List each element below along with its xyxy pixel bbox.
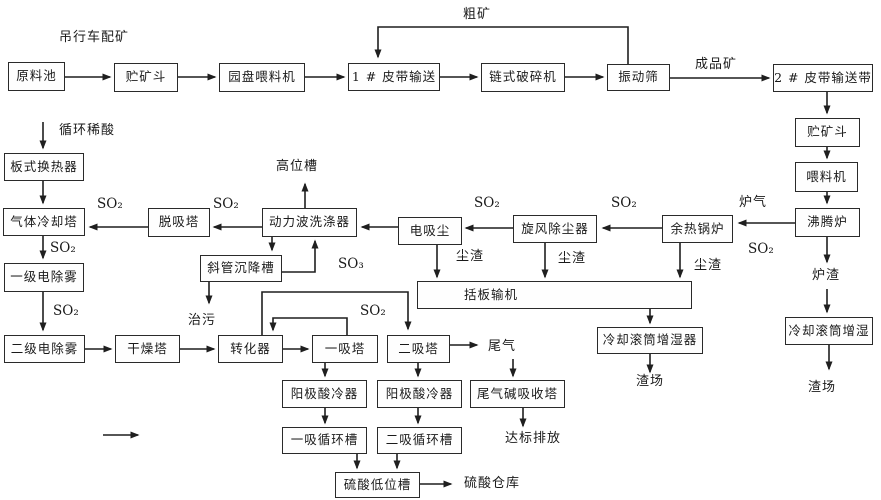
label-dust-slag: 尘渣 — [456, 249, 485, 264]
settler-return-line — [282, 239, 319, 273]
node-inclined-tube-settler: 斜管沉降槽 — [200, 255, 282, 282]
label-furnace-gas: 炉气 — [739, 195, 768, 210]
node-electric-dust-collector: 电吸尘 — [398, 217, 462, 245]
node-cooling-drum-humidifier-right: 冷却滚筒增湿 — [785, 317, 873, 345]
node-anode-acid-cooler-2: 阳极酸冷器 — [377, 380, 462, 408]
label-so2: SO₂ — [53, 303, 79, 319]
label-so2: SO₂ — [611, 195, 637, 211]
node-scraper-conveyor: 括板输机 — [417, 281, 692, 309]
node-tail-gas-alkali-tower: 尾气碱吸收塔 — [470, 380, 565, 408]
label-standard-discharge: 达标排放 — [505, 431, 562, 446]
node-cooling-drum-humidifier: 冷却滚筒增湿器 — [597, 327, 703, 354]
label-so2: SO₂ — [213, 196, 239, 212]
node-ore-hopper-top: 贮矿斗 — [114, 63, 178, 92]
node-belt-conveyor-1: 1 # 皮带输送 — [348, 63, 440, 91]
label-so2: SO₂ — [360, 303, 386, 319]
node-waste-heat-boiler: 余热锅炉 — [662, 215, 733, 243]
label-so2: SO₂ — [748, 241, 774, 257]
node-primary-demister: 一级电除雾 — [4, 263, 84, 292]
label-tail-gas: 尾气 — [488, 339, 517, 354]
node-drying-tower: 干燥塔 — [115, 335, 180, 363]
node-acid-low-tank: 硫酸低位槽 — [335, 472, 420, 498]
node-first-absorption-tower: 一吸塔 — [312, 335, 378, 363]
converter-to-abs2-line — [261, 291, 412, 335]
node-anode-acid-cooler-1: 阳极酸冷器 — [282, 380, 367, 408]
node-ore-hopper-right: 贮矿斗 — [795, 118, 860, 147]
node-vibrating-screen: 振动筛 — [607, 64, 670, 91]
label-so2: SO₂ — [50, 240, 76, 256]
label-head-tank: 高位槽 — [276, 159, 319, 174]
node-raw-material-pool: 原料池 — [8, 62, 65, 91]
label-slag-yard: 渣场 — [808, 380, 837, 395]
label-coarse-ore: 粗矿 — [463, 7, 492, 22]
label-crane-ore-blending: 吊行车配矿 — [59, 30, 130, 45]
label-circulating-dilute-acid: 循环稀酸 — [59, 123, 116, 138]
node-second-absorption-tower: 二吸塔 — [387, 335, 450, 363]
node-cyclone-dust-collector: 旋风除尘器 — [513, 215, 597, 243]
label-slag-yard: 渣场 — [636, 374, 665, 389]
label-product-ore: 成品矿 — [695, 57, 738, 72]
node-chain-crusher: 链式破碎机 — [481, 63, 565, 92]
node-fluidized-furnace: 沸腾炉 — [795, 208, 860, 237]
label-sewage-treatment: 治污 — [188, 313, 217, 328]
node-disc-feeder: 园盘喂料机 — [219, 63, 305, 92]
node-second-absorption-circ-tank: 二吸循环槽 — [377, 427, 462, 454]
node-converter: 转化器 — [218, 335, 283, 363]
label-acid-warehouse: 硫酸仓库 — [464, 476, 521, 491]
node-first-absorption-circ-tank: 一吸循环槽 — [282, 427, 367, 454]
node-desorption-tower: 脱吸塔 — [148, 208, 210, 237]
label-so3: SO₃ — [338, 256, 364, 272]
label-dust-slag: 尘渣 — [558, 251, 587, 266]
label-so2: SO₂ — [474, 195, 500, 211]
node-plate-heat-exchanger: 板式换热器 — [4, 153, 84, 181]
node-dynawave-scrubber: 动力波洗涤器 — [262, 208, 357, 237]
node-belt-conveyor-2: 2 # 皮带输送带 — [773, 64, 873, 92]
label-dust-slag: 尘渣 — [694, 258, 723, 273]
abs1-to-converter-line — [269, 317, 348, 335]
coarse-ore-return-line — [374, 26, 629, 64]
node-gas-cooling-tower: 气体冷却塔 — [3, 208, 85, 236]
label-furnace-slag: 炉渣 — [812, 268, 841, 283]
node-secondary-demister: 二级电除雾 — [4, 335, 85, 363]
label-so2: SO₂ — [97, 196, 123, 212]
node-feeder: 喂料机 — [795, 162, 858, 192]
